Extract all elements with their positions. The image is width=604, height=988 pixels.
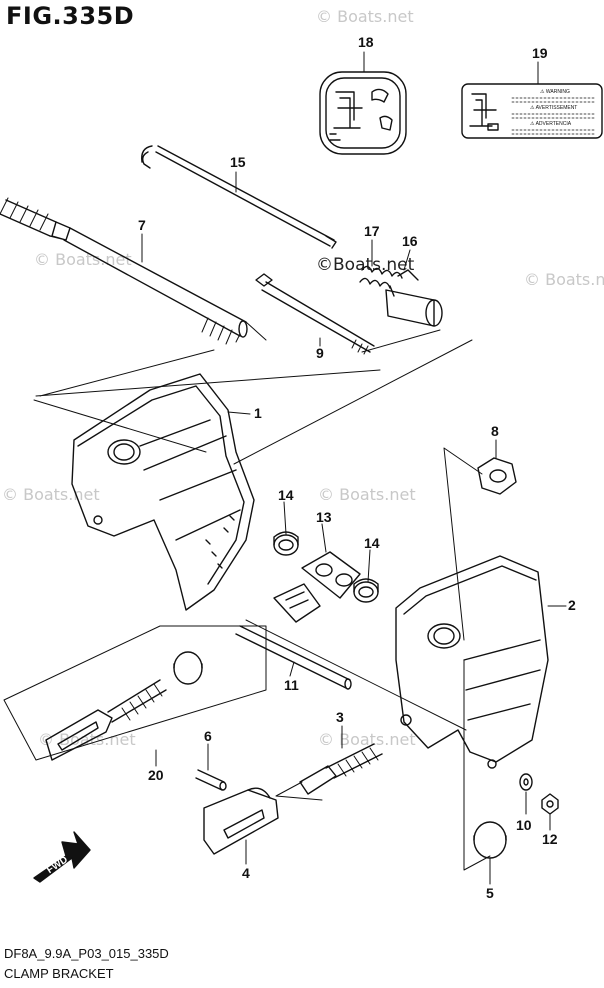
rod-15 <box>141 145 337 249</box>
clamp-bracket-2 <box>395 555 549 769</box>
clamp-bracket-1 <box>71 373 255 611</box>
washer-10 <box>519 773 533 791</box>
watermark: © Boats.net <box>524 270 604 289</box>
figure-title: FIG.335D <box>6 2 135 30</box>
part-number-13: 13 <box>316 509 332 525</box>
part-number-8: 8 <box>491 423 499 439</box>
part-number-2: 2 <box>568 597 576 613</box>
decal-warning-line: ⚠ WARNING <box>540 89 570 95</box>
threaded-rod-3 <box>299 743 383 795</box>
watermark: © Boats.net <box>2 485 100 504</box>
part-number-17: 17 <box>364 223 380 239</box>
decal-warning-line: ⚠ ADVERTENCIA <box>530 121 572 127</box>
part-number-20: 20 <box>148 767 164 783</box>
plate-13 <box>273 551 361 623</box>
part-number-1: 1 <box>254 405 262 421</box>
decal-19: ⚠ WARNING ⚠ AVERTISSEMENT ⚠ ADVERTENCIA <box>461 83 603 139</box>
part-number-3: 3 <box>336 709 344 725</box>
part-number-11: 11 <box>284 677 299 693</box>
lock-sleeve-16 <box>385 269 443 327</box>
bushing-14b <box>353 578 379 603</box>
bushing-14a <box>273 531 299 556</box>
part-number-16: 16 <box>402 233 418 249</box>
nut-12 <box>541 793 559 815</box>
tilt-tube-7 <box>0 197 248 345</box>
bolt-9 <box>255 273 375 355</box>
watermark: © Boats.net <box>38 730 136 749</box>
nut-8 <box>477 457 517 495</box>
part-number-6: 6 <box>204 728 212 744</box>
part-number-5: 5 <box>486 885 494 901</box>
part-number-9: 9 <box>316 345 324 361</box>
part-number-19: 19 <box>532 45 548 61</box>
watermark: © Boats.net <box>318 485 416 504</box>
cap-5 <box>473 821 507 859</box>
watermark: © Boats.net <box>318 730 416 749</box>
watermark: © Boats.net <box>316 7 414 26</box>
decal-18 <box>319 71 407 155</box>
pin-6 <box>195 769 227 791</box>
clamp-screw-assembly-20 <box>3 625 267 761</box>
spring-17 <box>359 265 403 289</box>
fwd-arrow: FWD <box>33 831 91 883</box>
part-number-10: 10 <box>516 817 532 833</box>
figure-caption: CLAMP BRACKET <box>4 966 114 981</box>
clamp-screw-handle-4 <box>203 787 279 855</box>
decal-warning-line: ⚠ AVERTISSEMENT <box>530 105 577 111</box>
part-number-18: 18 <box>358 34 374 50</box>
part-number-14: 14 <box>364 535 380 551</box>
part-number-12: 12 <box>542 831 558 847</box>
pin-11 <box>235 625 352 690</box>
part-number-14: 14 <box>278 487 294 503</box>
watermark-strong: ©Boats.net <box>316 255 415 275</box>
part-number-7: 7 <box>138 217 146 233</box>
part-number-15: 15 <box>230 154 246 170</box>
leader-lines <box>141 51 567 885</box>
part-number-4: 4 <box>242 865 250 881</box>
figure-code: DF8A_9.9A_P03_015_335D <box>4 946 169 961</box>
